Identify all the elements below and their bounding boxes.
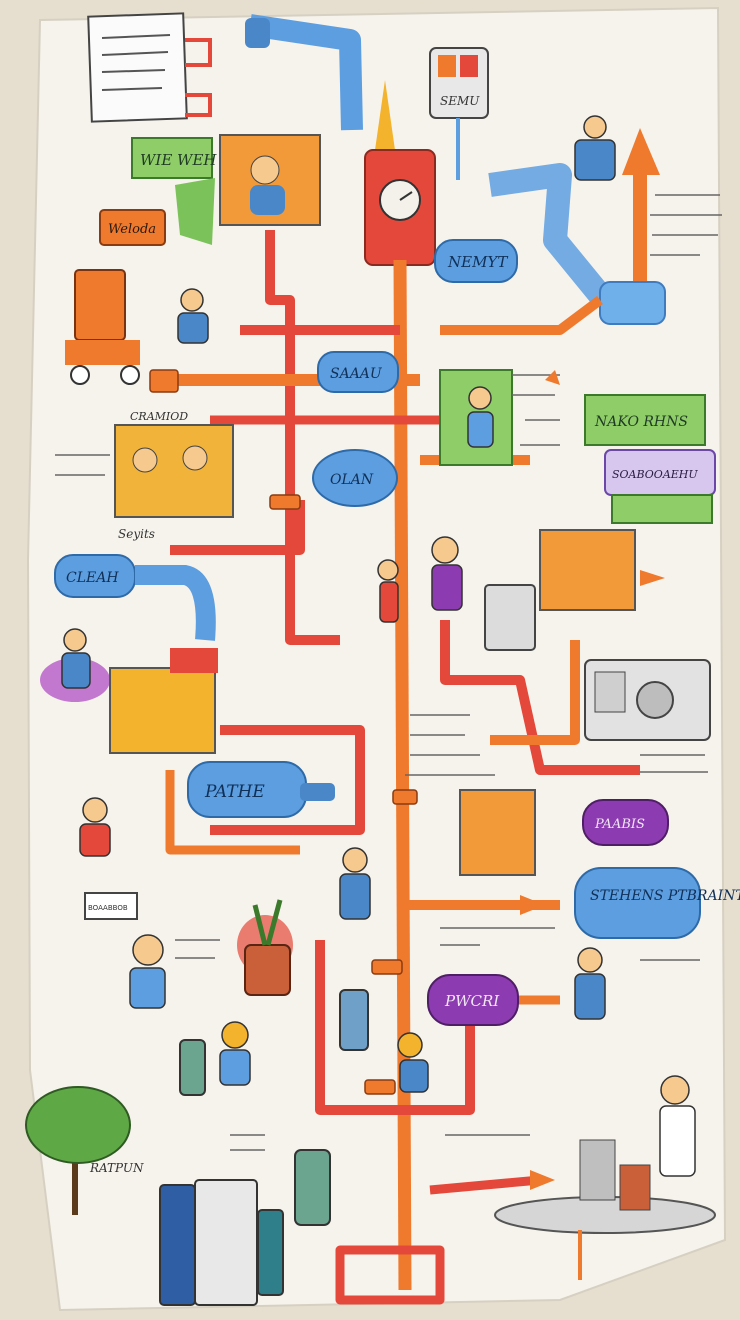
machine-right [584,659,711,741]
bubble-main-label: SAAAU [330,366,383,382]
main-pipes [160,230,640,1305]
blue-pipe-left [135,565,216,641]
people [61,115,696,1177]
top-machine-label: SEMU [440,94,480,108]
sketch-section-label: Seyits [118,527,155,541]
person-body [250,185,285,215]
blue-pipe-top [248,14,363,131]
machine-small [484,584,536,651]
bubble-purple: PAABIS [582,799,669,846]
card-small: BOAABBOB [84,892,138,920]
tile-orange-right [539,529,636,611]
banner-green-label: NAKO RHNS [594,414,688,430]
machine-bottom [159,1179,284,1306]
orange-cart [65,269,140,385]
tree-label: RATPUN [89,1161,144,1175]
bubble-pwcr: PWCRI [427,974,519,1026]
top-machine: SEMU [429,47,489,180]
tile-orange-left [109,667,216,754]
tile-sketch-room-label: CRAMIOD [130,410,188,423]
tile-orange-center [459,789,536,876]
blue-pipe-cap [245,18,270,48]
table-bottom-right [494,1139,716,1280]
tag-green-label: WIE WEH [140,151,217,169]
arrows [520,370,665,1190]
bubble-systems-label: STEHENS PTBRAINTS [590,888,740,904]
tag-welcome-label: Weloda [108,222,156,237]
bubble-path: PATHE [187,761,335,818]
tile-sketch-room: CRAMIOD [114,410,234,518]
banner-green: NAKO RHNS SOABOOAEHU [584,394,716,524]
bubble-pwcr-label: PWCRI [444,992,500,1010]
bubble-main: SAAAU [317,351,399,393]
bubble-path-label: PATHE [204,782,265,802]
bubble-olan: OLAN [312,449,398,507]
orange-arrow-head [622,128,660,175]
bubble-olan-label: OLAN [330,472,374,488]
bubble-cleah: CLEAH [54,554,136,598]
tag-green: WIE WEH [131,137,217,179]
plant-pot [237,899,293,996]
person-figure [250,155,280,185]
scribbles [55,194,722,1151]
bottles [179,989,369,1226]
bubble-systems: STEHENS PTBRAINTS [574,867,740,939]
bubble-newt-label: NEMYT [447,253,508,271]
pipe-joints [149,369,418,1095]
banner-sign-label: SOABOOAEHU [612,468,698,481]
clock-tower [364,80,436,266]
tag-welcome: Weloda [99,209,166,246]
tile-red-top [170,648,218,673]
note-card [87,12,212,123]
blue-pipe-end [599,281,666,325]
green-ribbon [175,178,215,245]
bubble-cleah-label: CLEAH [66,570,119,586]
bubble-newt: NEMYT [434,239,518,283]
tree: RATPUN [25,1086,144,1215]
bubble-purple-label: PAABIS [594,817,645,832]
card-small-label: BOAABBOB [88,904,128,912]
